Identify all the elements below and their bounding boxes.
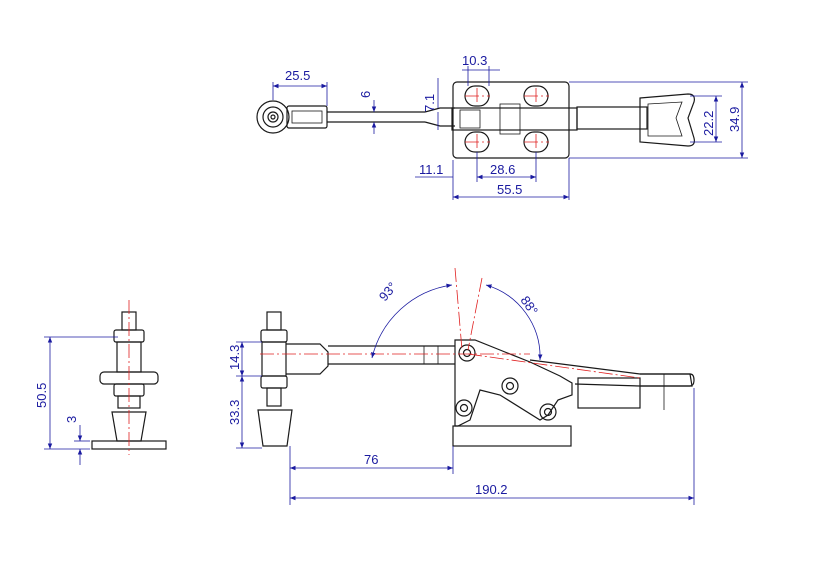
spindle-side (257, 311, 293, 447)
dim-22-2: 22.2 (701, 111, 716, 136)
base-plate-top (451, 81, 578, 159)
dim-7-1: 7.1 (422, 94, 437, 112)
angle-88: 88° (518, 293, 542, 318)
top-view: 25.5 10.3 6 7.1 22.2 34.9 11.1 (256, 53, 748, 200)
dimensions-side: 14.3 33.3 76 190.2 93° 88° (227, 279, 695, 505)
dim-25-5: 25.5 (285, 68, 310, 83)
dim-6: 6 (358, 91, 373, 98)
dim-190-2: 190.2 (475, 482, 508, 497)
dim-3: 3 (64, 416, 79, 423)
dim-50-5: 50.5 (34, 383, 49, 408)
dim-11-1: 11.1 (419, 162, 443, 177)
arm-side (286, 343, 455, 375)
centerlines-top (465, 88, 549, 150)
dimensions-top: 25.5 10.3 6 7.1 22.2 34.9 11.1 (272, 53, 748, 200)
spindle-eye-top (256, 100, 328, 134)
dim-34-9: 34.9 (727, 107, 742, 132)
dim-33-3: 33.3 (227, 400, 242, 425)
spindle-end (91, 300, 167, 455)
end-view: 50.5 3 (34, 300, 167, 465)
side-view: 14.3 33.3 76 190.2 93° 88° (227, 267, 695, 505)
handle-top (576, 93, 695, 147)
dim-76: 76 (364, 452, 378, 467)
dimensions-end: 50.5 3 (34, 336, 118, 465)
dim-55-5: 55.5 (497, 182, 522, 197)
dim-14-3: 14.3 (227, 345, 242, 370)
body-side (452, 339, 573, 447)
centerlines-side (260, 267, 641, 379)
dim-28-6: 28.6 (490, 162, 515, 177)
dim-10-3: 10.3 (462, 53, 487, 68)
handle-side (529, 359, 695, 410)
angle-93: 93° (376, 279, 400, 304)
